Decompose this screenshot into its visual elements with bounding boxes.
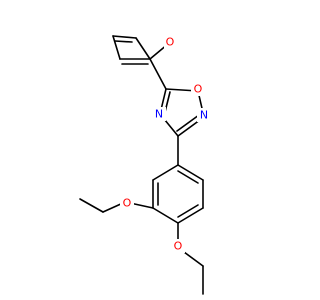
bond bbox=[177, 170, 199, 184]
bond bbox=[183, 251, 204, 267]
bond bbox=[112, 35, 121, 60]
molecule-canvas: O O N N O O bbox=[79, 35, 211, 295]
atom-oxadiazole-n-left: N bbox=[155, 108, 163, 121]
bond bbox=[177, 164, 204, 181]
atom-oxadiazole-o: O bbox=[194, 83, 203, 96]
benzene-ring bbox=[152, 164, 204, 224]
atom-ether-o-upper: O bbox=[123, 197, 132, 210]
bond bbox=[112, 35, 137, 39]
bond bbox=[177, 204, 199, 218]
bond bbox=[149, 58, 167, 90]
ethoxy-upper bbox=[79, 198, 154, 213]
bond bbox=[152, 164, 179, 181]
bond bbox=[135, 37, 151, 60]
bond bbox=[79, 198, 104, 213]
bond bbox=[114, 40, 133, 43]
atom-labels: O O N N O O bbox=[120, 35, 211, 253]
ethoxy-lower bbox=[177, 222, 204, 295]
bond bbox=[176, 114, 200, 132]
furan-ring bbox=[112, 35, 169, 65]
bond bbox=[177, 207, 204, 224]
structure-drawing: O O N N O O bbox=[79, 35, 211, 295]
bond bbox=[102, 202, 124, 213]
atom-oxadiazole-n-right: N bbox=[200, 109, 208, 122]
atom-ether-o-lower: O bbox=[174, 240, 183, 253]
atom-furan-o: O bbox=[166, 36, 175, 49]
bond bbox=[152, 207, 179, 224]
